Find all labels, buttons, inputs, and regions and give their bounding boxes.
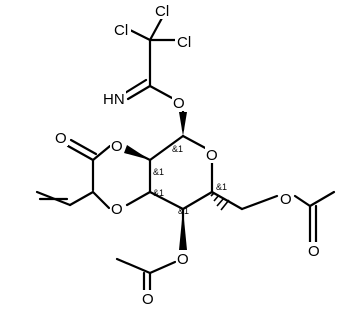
wedge-c4-oac	[179, 209, 187, 250]
stereo-label-c1: &1	[172, 144, 183, 154]
bond-cimid-o	[148, 84, 174, 100]
atom-o-carbonyl-c4: O	[142, 291, 154, 308]
bond-cac2-o-2	[69, 138, 98, 156]
bond-c6-o	[240, 194, 279, 211]
atom-imine-nh: HN	[103, 91, 125, 108]
atom-o-carbonyl-c2: O	[55, 130, 67, 147]
bond-c5-c4	[181, 190, 214, 211]
wedge-c2-oac	[124, 145, 150, 160]
bond-o-ch2	[91, 190, 111, 210]
atom-cl-right: Cl	[177, 34, 191, 51]
bond-c2-c1	[148, 134, 185, 162]
bond-cac4-me	[115, 257, 152, 275]
bond-o-cac6	[293, 194, 312, 208]
bond-ch2-ch	[68, 190, 95, 207]
hash-c5-c6	[210, 192, 230, 211]
bond-c4-c3	[148, 190, 185, 211]
bond-cimid-n-2	[123, 78, 148, 95]
stereo-label-c4: &1	[178, 206, 189, 216]
atom-labels: Cl Cl Cl HN O O O O O O O O O	[54, 2, 321, 308]
atom-o-acetate-c2: O	[111, 138, 123, 155]
bond-c3-o	[125, 190, 152, 207]
atom-cl-top: Cl	[155, 3, 169, 20]
bond-ccl-left	[128, 28, 152, 42]
bond-o-cac2	[91, 144, 112, 162]
atom-o-acetate-c4: O	[177, 251, 189, 268]
atom-o-ring: O	[206, 147, 218, 164]
bond-cimid-n-1	[126, 84, 152, 101]
atom-o-allyl-ether: O	[111, 201, 123, 218]
stereo-label-c2: &1	[153, 167, 164, 177]
atom-o-imidate: O	[173, 95, 185, 112]
atom-cl-left: Cl	[114, 22, 128, 39]
stereo-labels: &1 &1 &1 &1 &1	[153, 144, 227, 216]
wedge-c1-o	[179, 112, 187, 136]
stereo-label-c3: &1	[153, 188, 164, 198]
stereo-label-c5: &1	[216, 182, 227, 192]
bond-c1-oring	[181, 134, 211, 152]
wedge-layer	[124, 112, 230, 250]
bond-o-cac4	[148, 260, 177, 275]
atom-o-acetate-c6: O	[280, 191, 292, 208]
bond-ccl-top	[148, 16, 164, 42]
bond-cac2-o-1	[66, 144, 95, 162]
bond-c5-c6	[210, 190, 244, 211]
atom-o-carbonyl-c6: O	[308, 243, 320, 260]
bond-cac6-me	[308, 190, 336, 208]
